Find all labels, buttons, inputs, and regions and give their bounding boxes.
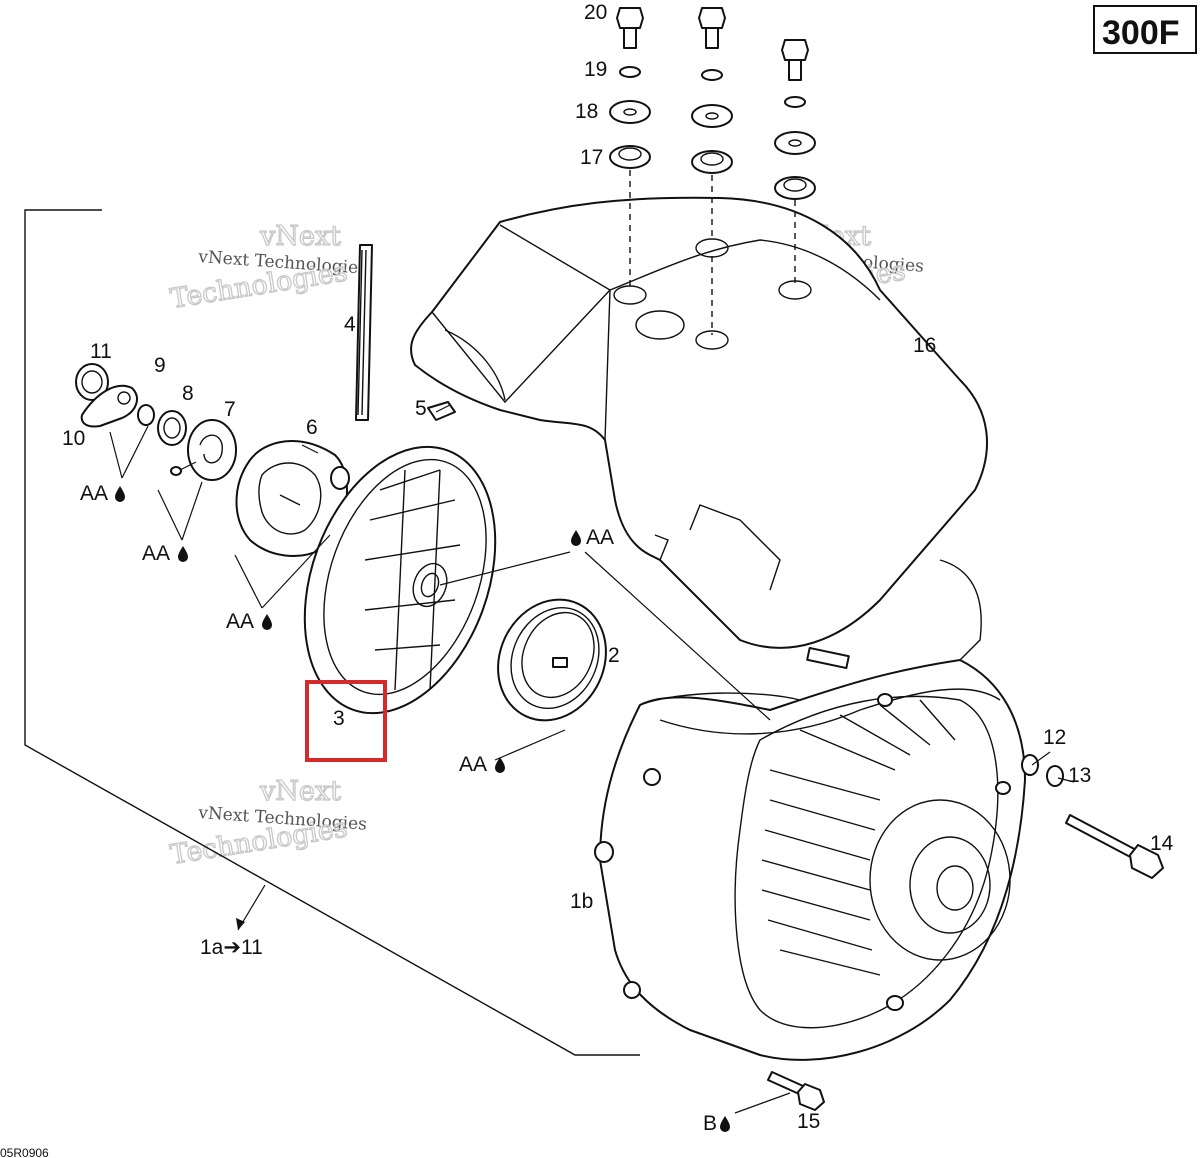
label-15: 15 <box>797 1110 820 1133</box>
pawl-10 <box>80 384 138 428</box>
oil-drop-icon <box>720 1116 730 1132</box>
diagram-code: 05R0906 <box>0 1146 49 1158</box>
bolt-column-2 <box>691 7 733 335</box>
oil-drop-icon <box>571 530 581 546</box>
svg-text:B: B <box>703 1112 717 1135</box>
bushing-8 <box>157 410 187 446</box>
label-14: 14 <box>1150 832 1174 855</box>
starter-housing-1b <box>594 559 1026 1061</box>
rewind-spring-2 <box>497 598 607 722</box>
watermark-top-left: vNext vNext Technologies Technologies <box>168 220 368 315</box>
label-20: 20 <box>584 1 607 24</box>
lube-aa-2: AA <box>142 542 188 565</box>
assembly-bracket <box>24 209 640 1056</box>
label-2: 2 <box>608 644 620 667</box>
svg-text:AA: AA <box>459 753 487 776</box>
label-6: 6 <box>306 416 318 439</box>
svg-text:vNext: vNext <box>259 221 341 252</box>
washer-9 <box>137 404 155 426</box>
label-19: 19 <box>584 58 607 81</box>
svg-text:300F: 300F <box>1102 14 1180 52</box>
model-badge: 300F <box>1093 5 1197 54</box>
svg-text:AA: AA <box>586 526 614 549</box>
lube-b: B <box>703 1112 730 1135</box>
label-16: 16 <box>913 334 936 357</box>
svg-text:vNext: vNext <box>259 776 341 807</box>
label-10: 10 <box>62 427 85 450</box>
label-17: 17 <box>580 146 603 169</box>
label-1a-11: 1a➔11 <box>200 936 263 959</box>
lube-callouts: AA AA AA AA AA B <box>80 482 730 1135</box>
label-3: 3 <box>333 707 345 730</box>
leader-lines <box>109 404 1075 1114</box>
key-5 <box>427 401 456 421</box>
rope-4 <box>355 244 373 421</box>
oil-drop-icon <box>262 614 272 630</box>
label-5: 5 <box>415 397 427 420</box>
label-13: 13 <box>1068 764 1091 787</box>
part-labels: 20 19 18 17 16 4 5 11 9 8 7 10 6 2 3 12 … <box>62 1 1174 1133</box>
washer-13 <box>1046 765 1064 787</box>
label-12: 12 <box>1043 726 1066 749</box>
label-8: 8 <box>182 382 194 405</box>
label-1b: 1b <box>570 890 593 913</box>
rope-pulley-3 <box>303 445 497 715</box>
lube-aa-1: AA <box>80 482 125 505</box>
pawl-spring-7 <box>170 419 237 481</box>
svg-text:AA: AA <box>226 610 254 633</box>
fan-housing-16 <box>410 196 988 649</box>
svg-text:AA: AA <box>142 542 170 565</box>
highlight-box <box>305 680 387 762</box>
oil-drop-icon <box>178 546 188 562</box>
lube-aa-5: AA <box>459 753 505 776</box>
watermark-bottom-left: vNext vNext Technologies Technologies <box>168 775 368 871</box>
lock-washer-11 <box>75 363 109 401</box>
lube-aa-4: AA <box>571 526 614 549</box>
label-11: 11 <box>90 340 112 363</box>
bolt-15 <box>767 1071 825 1111</box>
label-7: 7 <box>224 398 236 421</box>
label-9: 9 <box>154 354 166 377</box>
oil-drop-icon <box>115 486 125 502</box>
assembly-leader-arrow <box>236 918 245 930</box>
bolt-14 <box>1065 814 1164 879</box>
svg-text:AA: AA <box>80 482 108 505</box>
lube-aa-3: AA <box>226 610 272 633</box>
bolt-column-1 <box>609 7 651 290</box>
bolt-column-3 <box>774 39 816 285</box>
label-4: 4 <box>344 313 356 336</box>
washer-12 <box>1021 754 1039 776</box>
label-18: 18 <box>575 100 598 123</box>
